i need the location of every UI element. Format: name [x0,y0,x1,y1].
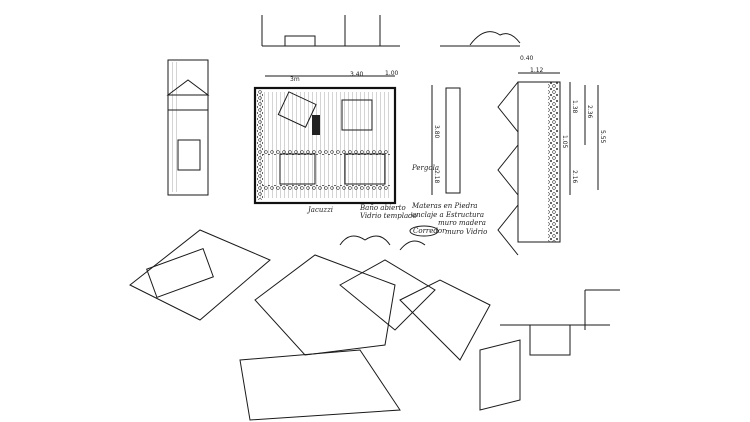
floor-plan: 3m 3.40 1.00 3.80 2.18 Pergola Jacuzzi B… [253,70,487,237]
dim-elev-subtotal: 2.36 [586,105,593,119]
dim-width-total: 3.40 [350,71,364,78]
dim-elev-seg1: 1.38 [571,100,578,114]
dim-width-right: 1.00 [385,70,399,77]
dim-elev-total: 5.55 [599,130,606,144]
bottom-right-section [500,289,620,356]
left-elevation-sketch [166,59,210,196]
label-wood-wall: muro madera [438,219,486,227]
label-glass-wall: muro Vidrio [445,228,487,236]
perspective-sketch [129,229,521,421]
label-anchor-structure: anclaje a Estructura [412,211,484,219]
dim-width-left: 3m [290,76,300,83]
dim-depth-upper: 3.80 [433,125,440,139]
label-stone-planters: Materas en Piedra [411,202,478,210]
dim-elev-seg3: 2.16 [571,170,578,184]
label-tempered-glass: Vidrio templado [360,212,417,220]
right-elevation: 0.40 1.12 1.38 1.05 2.16 2.36 5.55 [497,55,606,256]
top-section-sketch [261,15,521,47]
label-corridor: Corredor [413,227,446,235]
dim-elev-top: 0.40 [520,55,534,62]
label-jacuzzi: Jacuzzi [306,206,333,214]
label-open-bath: Baño abierto [359,204,406,212]
dim-elev-width: 1.12 [530,67,544,74]
dim-depth-lower: 2.18 [433,170,440,184]
label-pergola: Pergola [411,164,439,172]
dim-elev-seg2: 1.05 [561,135,568,149]
